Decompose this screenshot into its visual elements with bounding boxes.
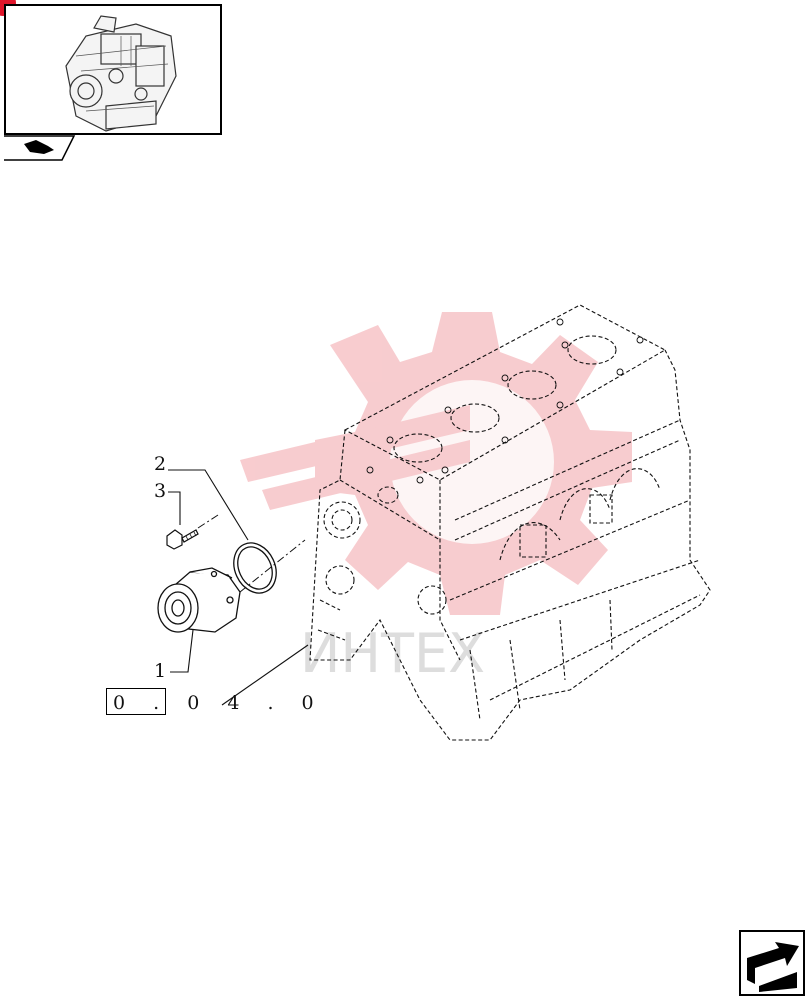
callout-1: 1 <box>154 660 167 682</box>
watermark-text: ИНТЕХ <box>300 622 485 685</box>
next-page-arrow-icon <box>739 930 805 996</box>
engine-view-icon <box>4 135 76 161</box>
leader-ref <box>221 644 309 706</box>
next-page-button[interactable] <box>739 930 805 996</box>
reference-code[interactable]: 0 . 0 4 . 0 <box>113 692 325 714</box>
bolt[interactable] <box>166 529 199 550</box>
thermostat-housing[interactable] <box>157 567 241 633</box>
assembly-axis <box>197 514 306 593</box>
callout-3: 3 <box>154 480 167 502</box>
deck-holes <box>366 318 644 484</box>
engine-thumbnail-icon <box>65 15 177 132</box>
callout-2: 2 <box>154 453 167 475</box>
thumbnail-tab[interactable] <box>4 135 76 161</box>
engine-block <box>309 304 711 741</box>
reference-code-box <box>106 688 166 715</box>
o-ring[interactable] <box>226 536 284 600</box>
leader-1 <box>170 629 194 673</box>
leader-lines <box>168 469 309 706</box>
watermark-gear <box>240 312 632 615</box>
engine-thumbnail[interactable] <box>4 4 222 135</box>
leader-2 <box>168 469 249 541</box>
leader-3 <box>168 491 181 525</box>
